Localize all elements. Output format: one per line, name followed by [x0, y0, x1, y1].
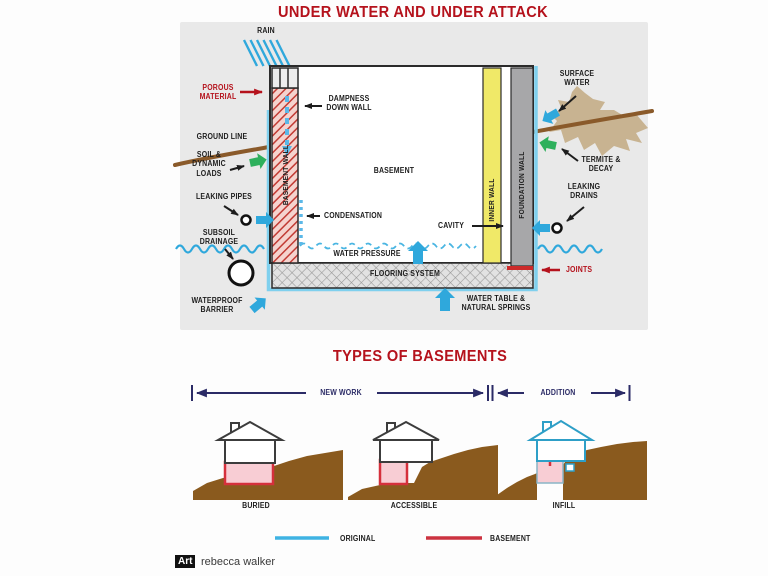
types-title: TYPES OF BASEMENTS: [332, 348, 508, 365]
leaking-pipes-pointer: [223, 205, 239, 216]
flooring-system-label: FLOORING SYSTEM: [370, 269, 440, 278]
soil-loads-pointer: [229, 165, 245, 171]
waterproof-barrier-arrow: [249, 297, 266, 314]
basement-wall-section: [271, 87, 299, 264]
art-credit-badge: Art: [175, 555, 196, 568]
leaking-drains-pointer: [566, 206, 585, 222]
dampness-arrowhead: [282, 146, 292, 156]
surface-water-arrow: [542, 108, 560, 124]
subsoil-drainage-label: SUBSOIL DRAINAGE: [199, 228, 239, 247]
joints-label: JOINTS: [566, 265, 593, 274]
flooring-system-slab: [271, 262, 534, 289]
rain-icon: [242, 39, 291, 67]
legend-basement-label: BASEMENT: [490, 534, 531, 543]
buried-label: BURIED: [242, 501, 270, 510]
dampness-label: DAMPNESS DOWN WALL: [326, 94, 372, 113]
art-credit-name: rebecca walker: [201, 556, 275, 568]
buried-house: [193, 420, 343, 500]
accessible-label: ACCESSIBLE: [390, 501, 438, 510]
termite-decay-label: TERMITE & DECAY: [581, 155, 621, 174]
legend-original-label: ORIGINAL: [340, 534, 376, 543]
new-work-label: NEW WORK: [320, 388, 362, 397]
water-table-arrow: [435, 288, 455, 311]
dimension-lines: [191, 385, 631, 401]
rain-label: RAIN: [257, 26, 275, 35]
addition-label: ADDITION: [540, 388, 576, 397]
porous-material-bricks: [271, 67, 299, 89]
basement-wall-label: BASEMENT WALL: [281, 144, 290, 206]
water-pressure-arrow: [408, 241, 428, 264]
porous-material-label: POROUS MATERIAL: [199, 83, 237, 102]
basement-label: BASEMENT: [373, 166, 415, 175]
termite-decay-arrow: [539, 136, 557, 152]
inner-wall-section: [482, 67, 502, 264]
termite-pointer: [561, 148, 579, 162]
ground-line-left: [173, 145, 271, 167]
ground-line-right: [531, 109, 654, 134]
infill-label: INFILL: [552, 501, 576, 510]
drain-water-arrow: [532, 220, 550, 236]
subsoil-drain-icon: [227, 259, 255, 287]
subsoil-pointer: [224, 248, 234, 260]
leaking-drains-label: LEAKING DRAINS: [567, 182, 601, 201]
infill-house: [497, 419, 647, 500]
pipe-water-arrow: [256, 212, 274, 228]
surface-water-pointer: [558, 95, 577, 112]
joint-line: [507, 266, 533, 270]
accessible-house: [348, 420, 498, 500]
condensation-label: CONDENSATION: [324, 211, 383, 220]
main-title: UNDER WATER AND UNDER ATTACK: [277, 4, 549, 21]
water-wave-interior: [299, 242, 477, 250]
water-table-wave-right: [537, 244, 603, 254]
cavity-label: CAVITY: [438, 221, 465, 230]
waterproof-barrier-label: WATERPROOF BARRIER: [191, 296, 243, 315]
water-pressure-label: WATER PRESSURE: [333, 249, 401, 258]
inner-wall-label: INNER WALL: [487, 178, 496, 222]
waterproof-barrier-outline: [266, 66, 538, 292]
surface-water-label: SURFACE WATER: [559, 69, 595, 88]
water-table-wave-left: [175, 244, 265, 254]
soil-loads-label: SOIL & DYNAMIC LOADS: [192, 150, 226, 178]
water-table-label: WATER TABLE & NATURAL SPRINGS: [461, 294, 531, 313]
leaking-pipes-label: LEAKING PIPES: [195, 192, 253, 201]
soil-load-arrow: [249, 153, 267, 169]
leaking-drain-icon: [551, 222, 563, 234]
foundation-wall-label: FOUNDATION WALL: [517, 151, 526, 219]
ground-line-label: GROUND LINE: [196, 132, 248, 141]
leaking-pipe-icon: [240, 214, 252, 226]
